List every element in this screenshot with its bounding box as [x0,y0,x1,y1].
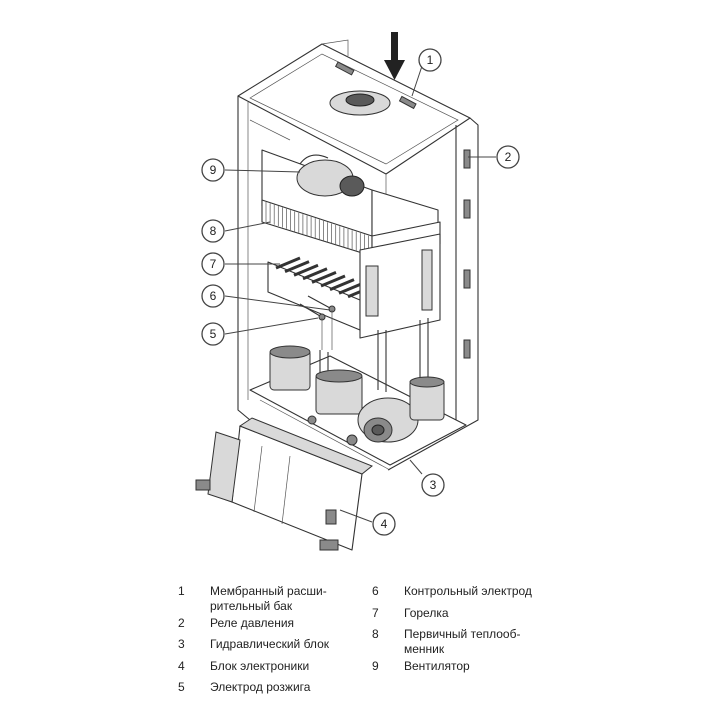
callout-1: 1 [418,48,442,72]
svg-text:7: 7 [210,257,217,271]
callout-2: 2 [496,145,520,169]
svg-text:1: 1 [427,53,434,67]
callout-7: 7 [201,252,225,276]
electronics-box [195,417,373,551]
svg-text:6: 6 [210,289,217,303]
callout-8: 8 [201,219,225,243]
boiler-diagram: 1 2 3 4 5 6 7 8 9 [195,32,520,551]
svg-text:5: 5 [210,327,217,341]
svg-text:8: 8 [210,224,217,238]
flow-arrow-icon [384,32,405,80]
electrodes [299,295,336,350]
callout-5: 5 [201,322,225,346]
callout-6: 6 [201,284,225,308]
svg-text:4: 4 [381,517,388,531]
leader-lines [224,65,496,523]
svg-text:2: 2 [505,150,512,164]
callout-9: 9 [201,158,225,182]
hydraulic-block [269,345,445,446]
svg-text:9: 9 [210,163,217,177]
legend: 1 Мембранный расши-рительный бак 2 Реле … [178,584,532,694]
burner [267,233,441,339]
callout-3: 3 [421,473,445,497]
callout-4: 4 [372,512,396,536]
svg-text:3: 3 [430,478,437,492]
